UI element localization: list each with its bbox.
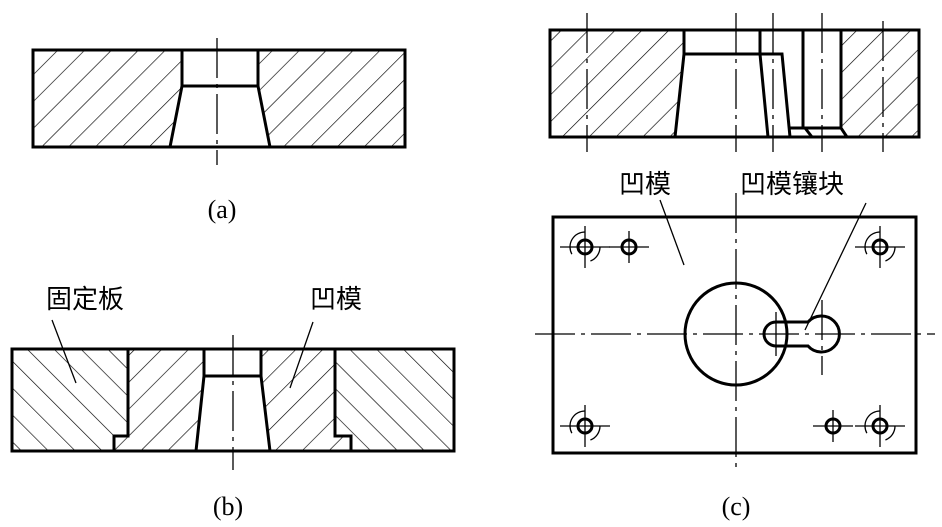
label-die-b: 凹模 [310, 285, 362, 315]
thread-arc [590, 246, 601, 262]
hole-circle [824, 417, 842, 435]
thread-arc [864, 410, 881, 434]
view-a: (a) [31, 38, 407, 224]
view-a-hatch [33, 50, 405, 147]
thread-arc [885, 425, 896, 441]
die-hatch [114, 349, 351, 451]
hole-circle [620, 238, 638, 256]
hole-circle [576, 417, 594, 435]
view-c-hatch [550, 30, 919, 137]
die-boundary [112, 349, 353, 451]
thread-arc [569, 410, 586, 434]
view-c-plan-outline [551, 215, 918, 455]
view-c-section-outline [548, 28, 921, 139]
caption-b: (b) [213, 492, 243, 521]
thread-arc [885, 246, 896, 262]
caption-c: (c) [722, 492, 751, 521]
view-a-hole [168, 50, 272, 148]
view-c-plan: 凹模 凹模镶块 (c) [535, 170, 935, 521]
thread-arc [864, 231, 881, 255]
view-c-section-holes [673, 30, 849, 138]
view-c-section [548, 13, 921, 152]
leader-die-insert [804, 202, 867, 331]
leader-fixed-plate [51, 319, 77, 384]
label-die-insert: 凹模镶块 [740, 170, 844, 200]
view-a-outline [31, 48, 407, 149]
thread-arc [569, 231, 586, 255]
hole-circle [871, 238, 889, 256]
die-insert-keyhole [762, 314, 841, 354]
hole-circle [871, 417, 889, 435]
thread-arc [590, 425, 601, 441]
label-fixed-plate: 固定板 [46, 285, 124, 315]
hole-circle [576, 238, 594, 256]
view-b: 固定板 凹模 (b) [10, 285, 456, 521]
leader-die-c [659, 199, 685, 266]
fixed-plate-hatch [12, 349, 454, 451]
leader-die-b [289, 321, 314, 389]
screw-holes [560, 226, 905, 447]
view-b-hole [194, 349, 272, 452]
caption-a: (a) [208, 195, 237, 224]
label-die-c: 凹模 [619, 170, 671, 200]
die-opening-circle [683, 281, 789, 387]
